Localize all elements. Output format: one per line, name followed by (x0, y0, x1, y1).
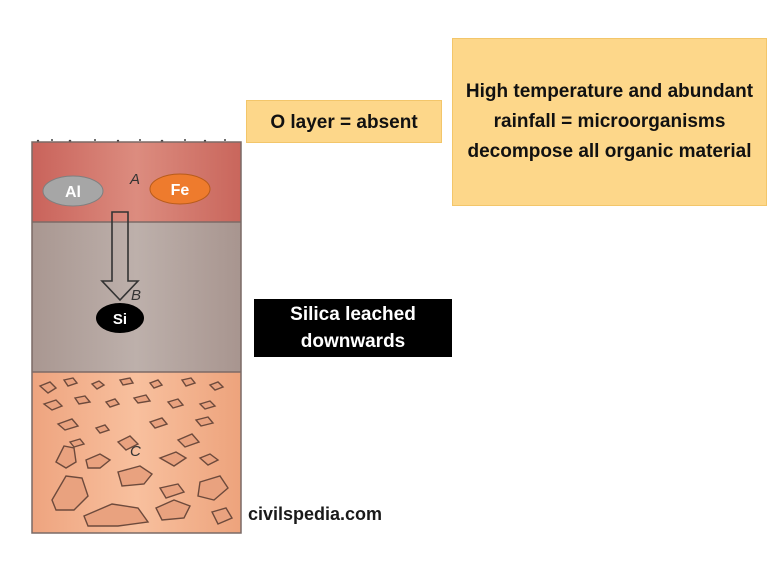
profile-border (31, 141, 242, 534)
leaching-arrow (100, 211, 140, 302)
o-layer-callout: O layer = absent (246, 100, 442, 143)
aluminium-label: Al (65, 184, 81, 201)
aluminium-oval (42, 175, 104, 207)
iron-oval (149, 173, 211, 205)
horizon-a-label: A (129, 171, 140, 188)
silica-callout: Silica leached downwards (254, 299, 452, 357)
silica-oval (96, 303, 144, 333)
horizon-c-label: C (130, 443, 141, 460)
climate-callout: High temperature and abundant rainfall =… (452, 38, 767, 206)
b-horizon (32, 222, 241, 372)
source-credit: civilspedia.com (248, 504, 383, 524)
horizon-b-label: B (131, 287, 141, 304)
rock-fragments (38, 377, 234, 527)
silica-label: Si (113, 311, 127, 328)
iron-label: Fe (171, 182, 190, 199)
